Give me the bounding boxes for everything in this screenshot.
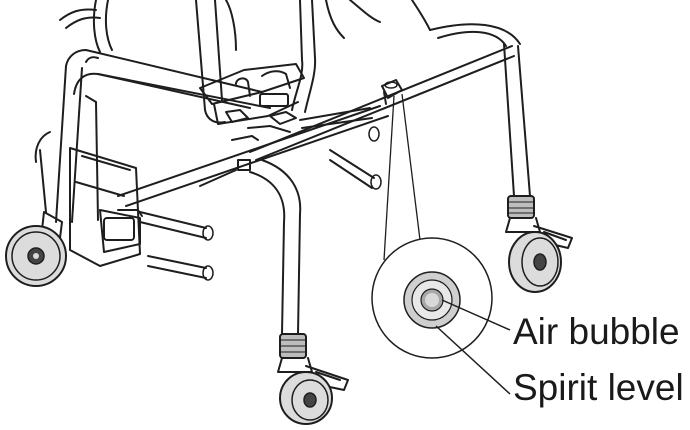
front-frame [34,49,302,335]
air-bubble-label: Air bubble [513,311,680,352]
spirit-level-mount [381,79,403,105]
foot-plate [69,147,143,267]
front-right-caster [277,333,349,425]
left-wheel [5,211,67,287]
seat-structure [59,0,431,124]
base-frame [117,23,531,281]
right-rear-caster [505,195,573,293]
spirit-level-label: Spirit level [513,367,684,408]
center-mechanism [199,63,305,141]
spirit-level-callout [371,93,511,395]
